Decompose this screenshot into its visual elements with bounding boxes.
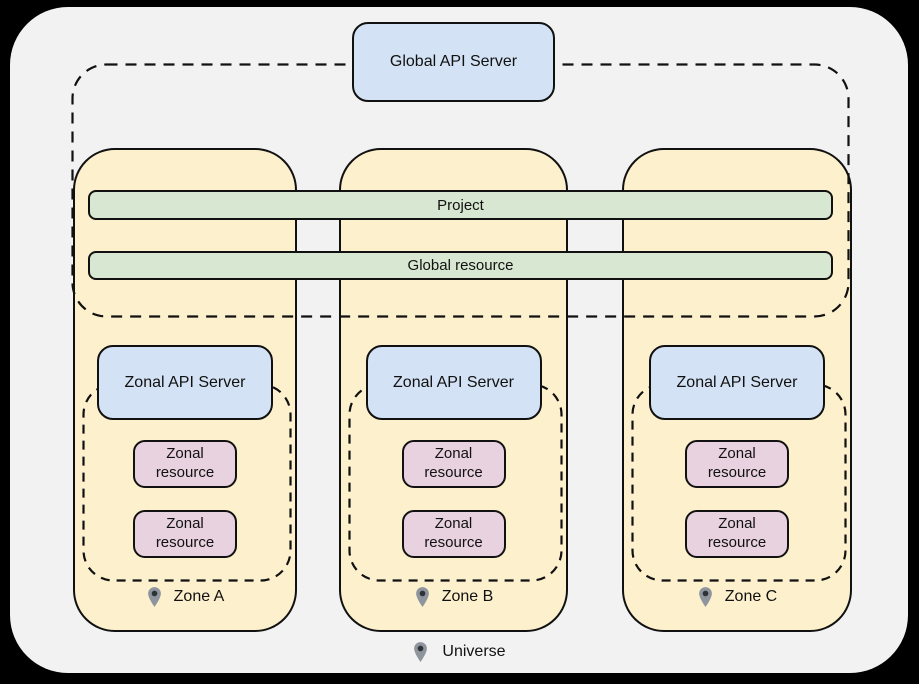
zone-name-label: Zone A <box>173 588 225 605</box>
zone-a-zonal-resource-1: Zonal resource <box>133 440 237 488</box>
universe-label: Universe <box>442 643 506 660</box>
zone-b-zonal-resource-1: Zonal resource <box>401 440 506 488</box>
zonal-resource-label: Zonal resource <box>707 445 767 481</box>
zonal-resource-label: Zonal resource <box>155 445 215 481</box>
zone-c-zonal-resource-1: Zonal resource <box>685 440 789 488</box>
universe-label-row: Universe <box>10 641 908 663</box>
zonal-resource-label: Zonal resource <box>424 445 483 481</box>
zonal-resource-label: Zonal resource <box>707 515 767 551</box>
zone-name-label: Zone C <box>724 588 778 605</box>
zone-c-container: Zonal API Server Zonal resource Zonal re… <box>622 148 852 632</box>
zonal-api-server-label: Zonal API Server <box>393 373 514 391</box>
zone-name-label: Zone B <box>441 588 494 605</box>
zonal-api-server-label: Zonal API Server <box>676 373 798 391</box>
global-resource-bar-label: Global resource <box>407 257 514 274</box>
zone-a-label-row: Zone A <box>75 586 295 608</box>
zone-c-zonal-api-server: Zonal API Server <box>649 345 825 420</box>
global-resource-bar: Global resource <box>88 251 833 280</box>
project-bar-label: Project <box>437 196 484 214</box>
zone-a-zonal-resource-2: Zonal resource <box>133 510 237 558</box>
zone-b-container: Zonal API Server Zonal resource Zonal re… <box>339 148 568 632</box>
location-pin-icon <box>147 587 161 607</box>
zone-b-zonal-api-server: Zonal API Server <box>365 345 542 420</box>
zone-c-zonal-resource-2: Zonal resource <box>685 510 789 558</box>
zone-c-label-row: Zone C <box>624 586 850 608</box>
global-api-server-label: Global API Server <box>389 53 518 70</box>
zone-b-label-row: Zone B <box>341 586 566 608</box>
zonal-resource-label: Zonal resource <box>424 515 483 551</box>
location-pin-icon <box>414 642 428 662</box>
location-pin-icon <box>698 587 712 607</box>
zonal-resource-label: Zonal resource <box>155 515 215 551</box>
zone-a-container: Zonal API Server Zonal resource Zonal re… <box>73 148 297 632</box>
global-api-server: Global API Server <box>352 22 555 102</box>
location-pin-icon <box>415 587 429 607</box>
zone-b-zonal-resource-2: Zonal resource <box>401 510 506 558</box>
zone-a-zonal-api-server: Zonal API Server <box>97 345 273 420</box>
universe-canvas: Zonal API Server Zonal resource Zonal re… <box>10 7 908 673</box>
zonal-api-server-label: Zonal API Server <box>124 373 246 391</box>
project-bar: Project <box>88 190 833 220</box>
